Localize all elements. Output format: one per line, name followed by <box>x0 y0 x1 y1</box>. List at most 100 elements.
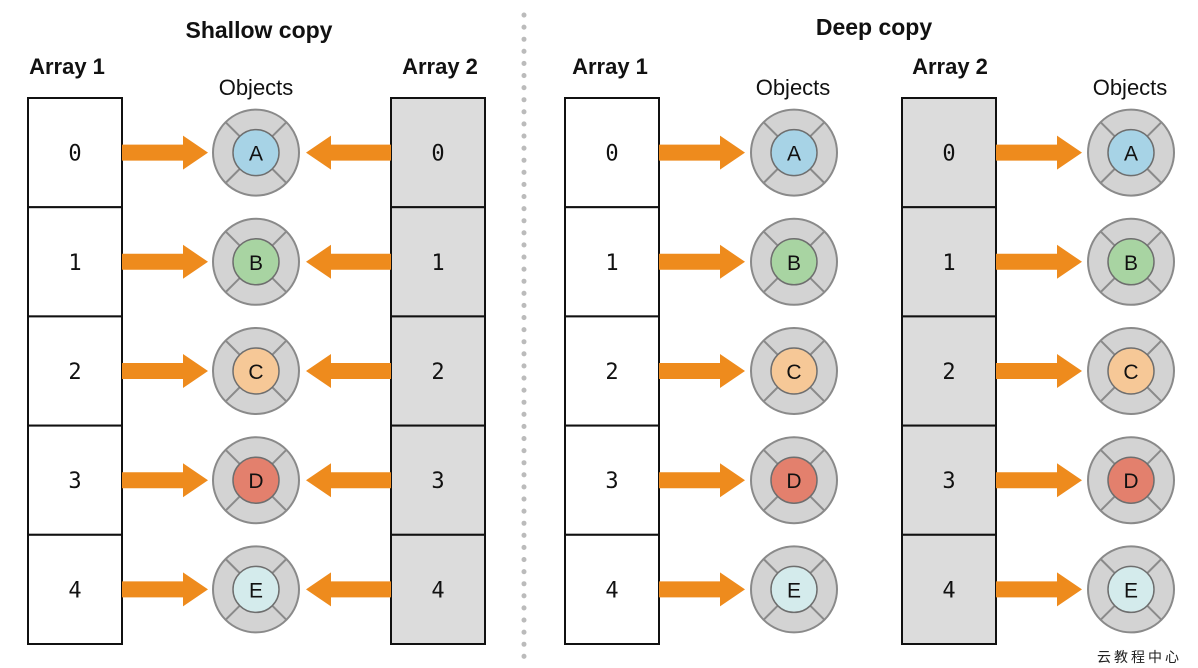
deep-object-set1-1: B <box>750 217 838 306</box>
shallow-array2-index-3: 3 <box>431 469 444 494</box>
deep-object-set2-3: D <box>1087 436 1175 525</box>
deep-objects2-label: Objects <box>1093 75 1168 100</box>
deep-array2-index-4: 4 <box>942 578 955 603</box>
deep-object-set2-0-core <box>1107 128 1155 177</box>
arrows <box>122 135 1082 607</box>
shallow-array2-arrow-3 <box>306 463 391 498</box>
deep-array1-index-2: 2 <box>605 360 618 385</box>
deep-array1-cell-0 <box>564 97 660 209</box>
shallow-array1-label: Array 1 <box>29 54 105 79</box>
deep-array1-label: Array 1 <box>572 54 648 79</box>
deep-array2-cell-4 <box>901 533 997 645</box>
deep-object-set2-2: C <box>1087 327 1175 415</box>
deep-object-set2-4-letter: E <box>1124 579 1138 602</box>
deep-object-set1-2: C <box>750 327 838 415</box>
shallow-array1-index-3: 3 <box>68 469 81 494</box>
shallow-array1-arrow-1 <box>122 244 208 279</box>
shallow-array1-index-0: 0 <box>68 142 81 167</box>
shallow-array2-index-2: 2 <box>431 360 444 385</box>
deep-array1-arrow-1 <box>659 244 745 279</box>
shallow-array2-index-0: 0 <box>431 142 444 167</box>
shallow-object-0-letter: A <box>249 143 263 166</box>
shallow-array2-arrow-2 <box>306 354 391 388</box>
deep-array1-arrow-2 <box>659 354 745 388</box>
objects: A A A B B B C C C D D D E E E <box>212 108 1175 634</box>
shallow-array2-arrow-1 <box>306 244 391 279</box>
deep-object-set1-2-core <box>770 347 818 395</box>
shallow-object-2: C <box>212 327 300 415</box>
shallow-array2-index-1: 1 <box>431 251 444 276</box>
deep-object-set2-2-core <box>1107 347 1155 395</box>
deep-object-set2-1: B <box>1087 217 1175 306</box>
shallow-array1-index-4: 4 <box>68 578 81 603</box>
shallow-array2-cell-1 <box>390 206 486 318</box>
deep-object-set1-0-core <box>770 128 818 177</box>
deep-array2-arrow-4 <box>996 572 1082 607</box>
deep-array2-cell-0 <box>901 97 997 209</box>
deep-object-set2-0: A <box>1087 108 1175 197</box>
shallow-objects-label: Objects <box>219 75 294 100</box>
deep-array2-cell-2 <box>901 315 997 427</box>
deep-object-set1-0: A <box>750 108 838 197</box>
deep-array1-arrow-3 <box>659 463 745 498</box>
deep-object-set2-1-letter: B <box>1124 252 1138 275</box>
deep-object-set1-3: D <box>750 436 838 525</box>
shallow-object-3: D <box>212 436 300 525</box>
shallow-copy-title: Shallow copy <box>186 17 333 43</box>
deep-object-set2-3-letter: D <box>1123 470 1138 493</box>
deep-object-set2-3-core <box>1107 456 1155 504</box>
deep-object-set1-1-letter: B <box>787 252 801 275</box>
shallow-array1-cell-1 <box>27 206 123 318</box>
deep-array2-index-3: 3 <box>942 469 955 494</box>
shallow-object-1-letter: B <box>249 252 263 275</box>
shallow-object-0: A <box>212 108 300 197</box>
shallow-array1-arrow-4 <box>122 572 208 607</box>
deep-array2-arrow-2 <box>996 354 1082 388</box>
deep-object-set2-2-letter: C <box>1123 361 1138 384</box>
shallow-object-3-core <box>232 456 280 504</box>
deep-array1-arrow-0 <box>659 135 745 170</box>
deep-array1-arrow-4 <box>659 572 745 607</box>
deep-array2-arrow-3 <box>996 463 1082 498</box>
shallow-array1-index-2: 2 <box>68 360 81 385</box>
deep-array2-arrow-1 <box>996 244 1082 279</box>
deep-object-set1-1-core <box>770 238 818 286</box>
shallow-object-1: B <box>212 217 300 306</box>
deep-object-set1-4-letter: E <box>787 579 801 602</box>
shallow-array1-index-1: 1 <box>68 251 81 276</box>
shallow-array1-arrow-2 <box>122 354 208 388</box>
deep-object-set2-4: E <box>1087 545 1175 634</box>
shallow-object-1-core <box>232 238 280 286</box>
deep-object-set1-4: E <box>750 545 838 634</box>
shallow-object-0-core <box>232 128 280 177</box>
shallow-array2-arrow-4 <box>306 572 391 607</box>
deep-objects1-label: Objects <box>756 75 831 100</box>
deep-array2-arrow-0 <box>996 135 1082 170</box>
deep-object-set2-1-core <box>1107 238 1155 286</box>
deep-array1-cell-1 <box>564 206 660 318</box>
deep-object-set1-3-letter: D <box>786 470 801 493</box>
shallow-object-4: E <box>212 545 300 634</box>
deep-copy-title: Deep copy <box>816 14 933 40</box>
deep-array1-index-4: 4 <box>605 578 618 603</box>
deep-array1-index-0: 0 <box>605 142 618 167</box>
shallow-array2-label: Array 2 <box>402 54 478 79</box>
shallow-array1-arrow-0 <box>122 135 208 170</box>
deep-array2-index-1: 1 <box>942 251 955 276</box>
shallow-object-3-letter: D <box>248 470 263 493</box>
shallow-object-2-letter: C <box>248 361 263 384</box>
deep-object-set1-0-letter: A <box>787 143 801 166</box>
deep-object-set2-0-letter: A <box>1124 143 1138 166</box>
deep-object-set1-2-letter: C <box>786 361 801 384</box>
shallow-array2-cell-2 <box>390 315 486 427</box>
shallow-array1-arrow-3 <box>122 463 208 498</box>
deep-object-set1-3-core <box>770 456 818 504</box>
deep-array1-cell-3 <box>564 424 660 536</box>
deep-object-set2-4-core <box>1107 565 1155 614</box>
deep-array1-index-1: 1 <box>605 251 618 276</box>
deep-array2-index-2: 2 <box>942 360 955 385</box>
shallow-object-2-core <box>232 347 280 395</box>
deep-array2-label: Array 2 <box>912 54 988 79</box>
